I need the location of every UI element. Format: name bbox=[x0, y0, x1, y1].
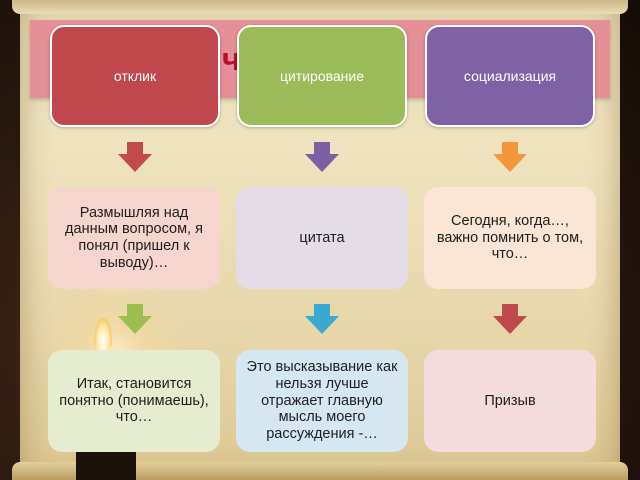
candle-flame-icon bbox=[94, 318, 112, 352]
down-arrow-icon bbox=[305, 304, 339, 334]
down-arrow-icon bbox=[493, 304, 527, 334]
socialization-conclusion-text: Призыв bbox=[484, 392, 536, 409]
down-arrow-icon bbox=[493, 142, 527, 172]
socialization-phrase-text: Сегодня, когда…, важно помнить о том, чт… bbox=[436, 212, 584, 263]
column-header-response: отклик bbox=[50, 25, 220, 127]
column-header-label: цитирование bbox=[279, 68, 365, 84]
citation-conclusion-box: Это высказывание как нельзя лучше отража… bbox=[236, 350, 408, 452]
down-arrow-icon bbox=[118, 304, 152, 334]
response-conclusion-box: Итак, становится понятно (понимаешь), чт… bbox=[48, 350, 220, 452]
citation-conclusion-text: Это высказывание как нельзя лучше отража… bbox=[246, 359, 398, 442]
scroll-bottom-edge bbox=[12, 462, 628, 480]
column-header-label: социализация bbox=[463, 68, 557, 84]
banner-title-fragment-left: ч bbox=[222, 41, 241, 77]
socialization-conclusion-box: Призыв bbox=[424, 350, 596, 452]
down-arrow-icon bbox=[118, 142, 152, 172]
citation-phrase-box: цитата bbox=[236, 187, 408, 289]
down-arrow-icon bbox=[305, 142, 339, 172]
column-header-citation: цитирование bbox=[237, 25, 407, 127]
column-header-label: отклик bbox=[113, 68, 157, 84]
response-phrase-text: Размышляя над данным вопросом, я понял (… bbox=[65, 204, 203, 271]
citation-phrase-text: цитата bbox=[299, 229, 345, 246]
response-conclusion-text: Итак, становится понятно (понимаешь), чт… bbox=[59, 375, 209, 426]
column-header-socialization: социализация bbox=[425, 25, 595, 127]
response-phrase-box: Размышляя над данным вопросом, я понял (… bbox=[48, 187, 220, 289]
scroll-top-edge bbox=[12, 0, 628, 14]
socialization-phrase-box: Сегодня, когда…, важно помнить о том, чт… bbox=[424, 187, 596, 289]
